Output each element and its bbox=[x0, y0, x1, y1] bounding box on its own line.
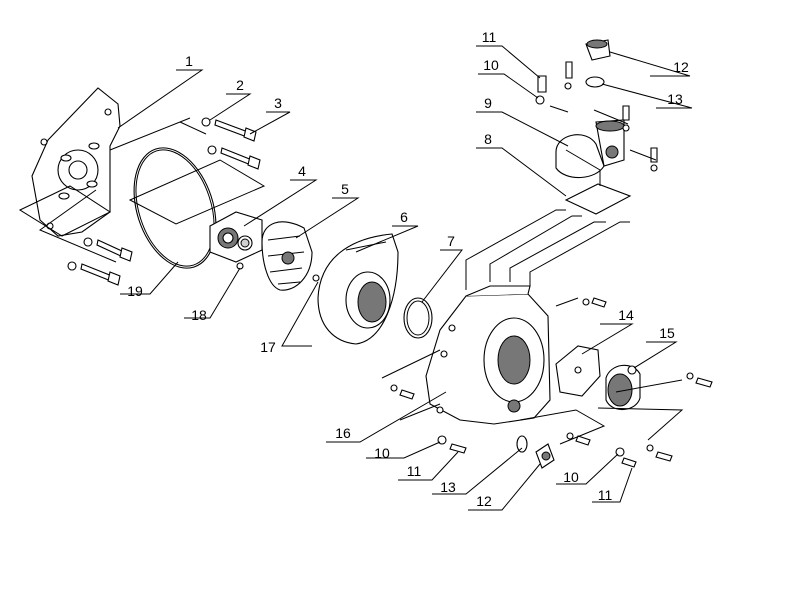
label-part-12-bottom: 12 bbox=[476, 493, 492, 509]
pump-body bbox=[425, 285, 551, 425]
label-part-11-right: 11 bbox=[598, 487, 613, 503]
assembly-lines bbox=[18, 105, 684, 445]
discharge-elbow bbox=[555, 119, 632, 215]
drain-plug bbox=[516, 435, 555, 469]
label-part-17: 17 bbox=[260, 339, 276, 355]
leader-lines bbox=[117, 45, 693, 511]
impeller bbox=[236, 221, 320, 291]
label-part-14: 14 bbox=[618, 307, 634, 323]
label-part-16: 16 bbox=[335, 425, 351, 441]
label-part-11-mid: 11 bbox=[407, 463, 422, 479]
label-part-6: 6 bbox=[400, 209, 408, 225]
label-part-12-top: 12 bbox=[673, 59, 689, 75]
small-o-ring bbox=[403, 297, 433, 339]
label-part-13-bottom: 13 bbox=[440, 479, 456, 495]
label-part-5: 5 bbox=[341, 181, 349, 197]
label-part-15: 15 bbox=[659, 325, 675, 341]
volute-plate bbox=[317, 233, 399, 345]
label-part-9: 9 bbox=[484, 95, 492, 111]
label-part-11-top: 11 bbox=[482, 29, 497, 45]
label-part-13-top: 13 bbox=[667, 91, 683, 107]
front-cover bbox=[555, 345, 641, 411]
label-part-18: 18 bbox=[191, 307, 207, 323]
label-part-1: 1 bbox=[185, 53, 193, 69]
label-part-10-mid: 10 bbox=[374, 445, 390, 461]
label-part-7: 7 bbox=[447, 233, 455, 249]
top-cap bbox=[585, 39, 611, 88]
label-part-10-right: 10 bbox=[563, 469, 579, 485]
label-part-19: 19 bbox=[127, 283, 143, 299]
label-part-3: 3 bbox=[274, 95, 282, 111]
small-bolts bbox=[390, 61, 713, 468]
label-part-8: 8 bbox=[484, 131, 492, 147]
label-part-10-top: 10 bbox=[483, 57, 499, 73]
label-part-2: 2 bbox=[236, 77, 244, 93]
label-part-4: 4 bbox=[298, 163, 306, 179]
back-plate bbox=[31, 87, 121, 237]
left-bolts bbox=[67, 117, 261, 286]
part-labels: 1 2 3 4 5 6 7 8 9 10 11 12 13 14 15 16 1… bbox=[127, 29, 689, 509]
large-o-ring bbox=[133, 147, 217, 269]
